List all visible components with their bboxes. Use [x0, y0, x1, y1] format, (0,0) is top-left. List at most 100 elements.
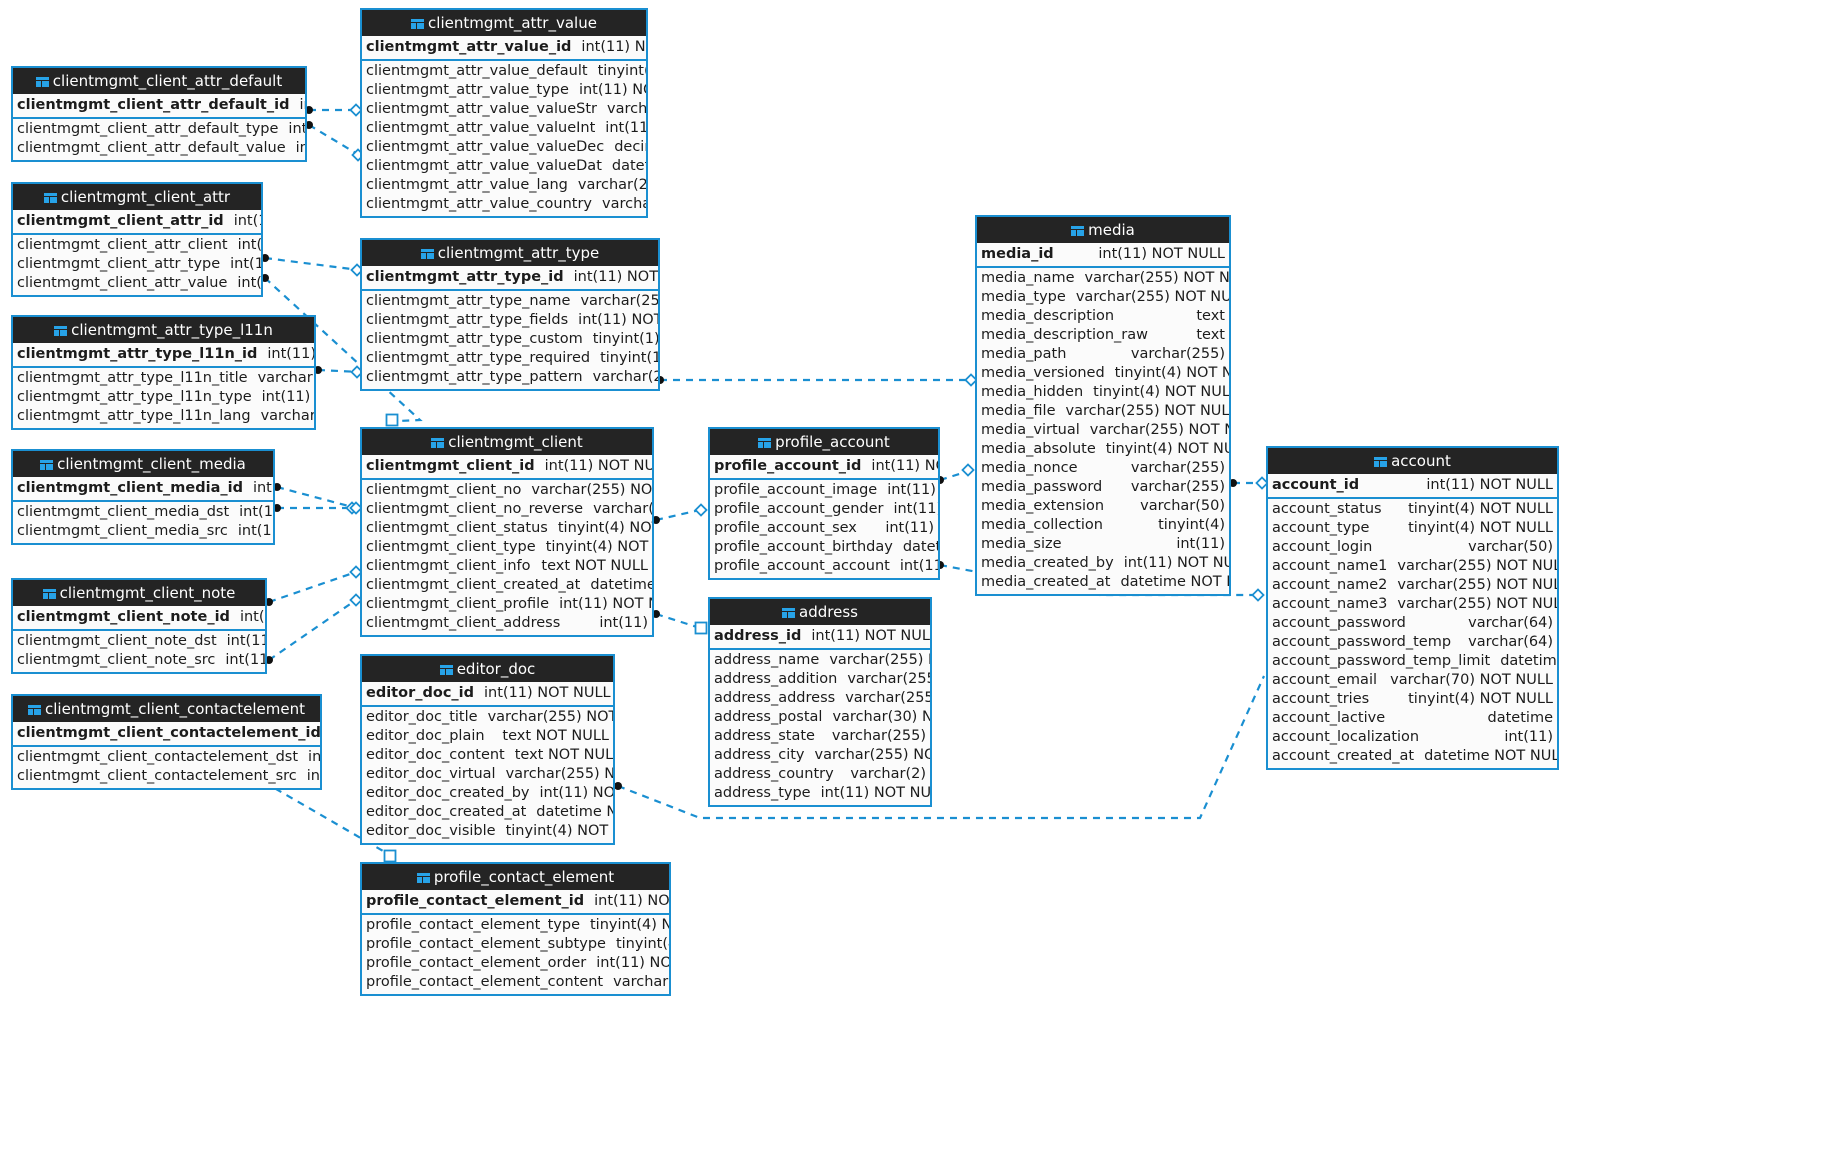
- column-row[interactable]: clientmgmt_attr_value_valueDecdecimal(19…: [362, 138, 646, 157]
- column-row[interactable]: clientmgmt_attr_type_patternvarchar(255)…: [362, 368, 658, 387]
- column-row[interactable]: account_password_temp_limitdatetime: [1268, 652, 1557, 671]
- column-row[interactable]: clientmgmt_client_contactelement_srcint(…: [13, 767, 320, 786]
- column-row[interactable]: profile_contact_element_subtypetinyint(4…: [362, 935, 669, 954]
- column-row[interactable]: clientmgmt_attr_value_defaulttinyint(1) …: [362, 62, 646, 81]
- column-row[interactable]: clientmgmt_attr_value_valueStrvarchar(25…: [362, 100, 646, 119]
- column-row[interactable]: profile_account_birthdaydatetime: [710, 538, 938, 557]
- primary-key-row[interactable]: clientmgmt_client_attr_default_idint(11)…: [13, 94, 305, 119]
- column-row[interactable]: clientmgmt_attr_type_l11n_langvarchar(2)…: [13, 407, 314, 426]
- column-row[interactable]: profile_contact_element_contentvarchar(2…: [362, 973, 669, 992]
- column-row[interactable]: clientmgmt_client_contactelement_dstint(…: [13, 748, 320, 767]
- primary-key-row[interactable]: clientmgmt_client_contactelement_idint(1…: [13, 722, 320, 747]
- column-row[interactable]: clientmgmt_attr_type_l11n_titlevarchar(2…: [13, 369, 314, 388]
- column-row[interactable]: clientmgmt_client_attr_default_typeint(1…: [13, 120, 305, 139]
